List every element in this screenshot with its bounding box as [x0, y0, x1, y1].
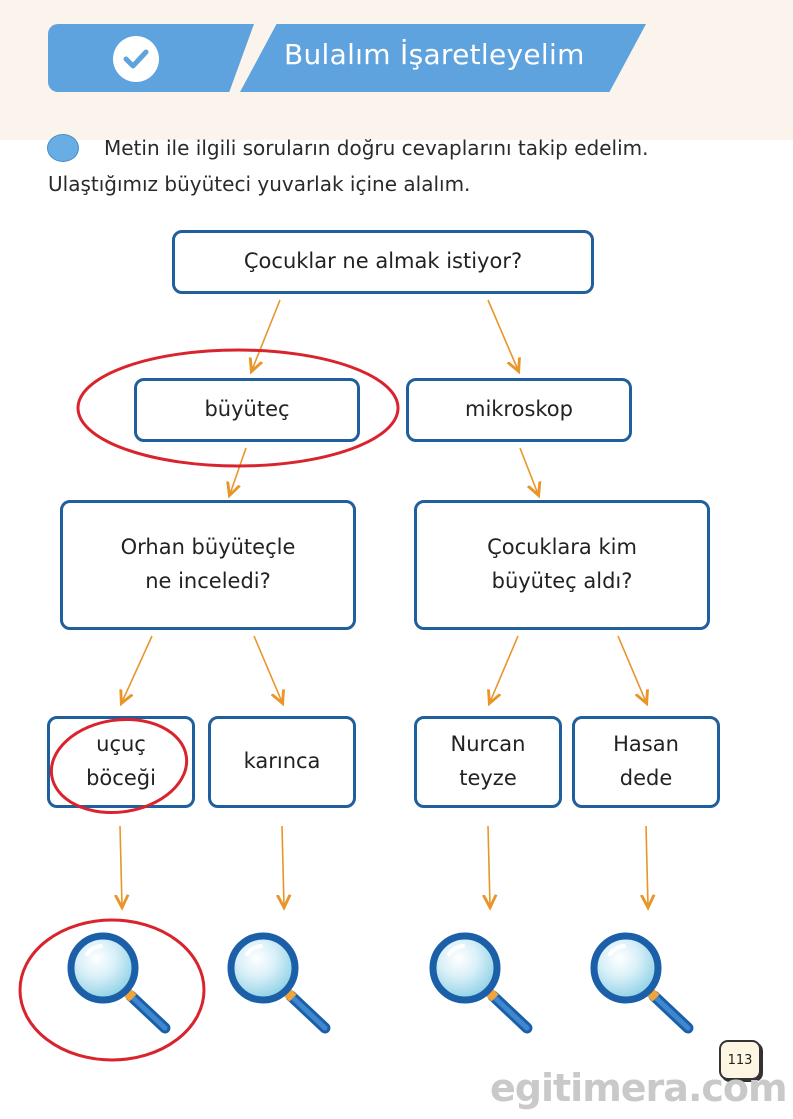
bullet-icon: [47, 134, 79, 162]
instruction-line-2: Ulaştığımız büyüteci yuvarlak içine alal…: [48, 172, 471, 196]
answer-buyutec[interactable]: büyüteç: [134, 378, 360, 442]
arrow-q2-to-hasan: [617, 635, 646, 702]
page-number: 113: [719, 1040, 761, 1080]
arrow-hasan-to-mag: [646, 825, 648, 906]
question-orhan: Orhan büyüteçle ne inceledi?: [60, 500, 356, 630]
arrow-karinca-to-mag: [282, 825, 284, 906]
arrow-ucuc-to-mag: [120, 825, 122, 906]
watermark: egitimera.com: [490, 1066, 788, 1110]
arrow-q1-to-karinca: [253, 635, 282, 702]
circle-mark-magnifier: [18, 918, 206, 1062]
answer-nurcan-teyze[interactable]: Nurcan teyze: [414, 716, 562, 808]
arrow-root-to-mikroskop: [487, 299, 518, 370]
question-root: Çocuklar ne almak istiyor?: [172, 230, 594, 294]
answer-mikroskop[interactable]: mikroskop: [406, 378, 632, 442]
section-title: Bulalım İşaretleyelim: [284, 38, 585, 71]
arrow-q1-to-ucuc: [122, 635, 153, 702]
circle-mark-ucuc: [49, 717, 189, 815]
arrow-mikroskop-to-q2: [519, 447, 538, 494]
arrow-q2-to-nurcan: [490, 635, 519, 702]
arrow-nurcan-to-mag: [488, 825, 490, 906]
answer-karinca[interactable]: karınca: [208, 716, 356, 808]
check-icon: [113, 36, 159, 82]
question-kim: Çocuklara kim büyüteç aldı?: [414, 500, 710, 630]
header-badge-right: [240, 24, 646, 92]
circle-mark-buyutec: [76, 348, 400, 468]
answer-hasan-dede[interactable]: Hasan dede: [572, 716, 720, 808]
arrow-buyutec-to-q1: [230, 447, 247, 494]
instruction-line-1: Metin ile ilgili soruların doğru cevapla…: [104, 136, 649, 160]
arrow-root-to-buyutec: [252, 299, 281, 370]
